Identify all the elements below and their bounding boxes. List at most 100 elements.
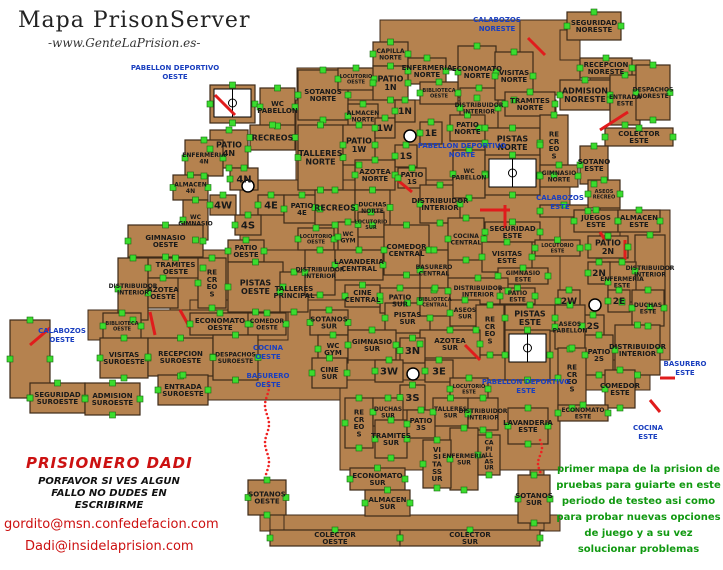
connection-node[interactable] (473, 42, 481, 50)
connection-node[interactable] (504, 287, 512, 295)
connection-node[interactable] (384, 486, 391, 494)
connection-node[interactable] (530, 519, 538, 527)
connection-node[interactable] (181, 154, 189, 162)
connection-node[interactable] (317, 121, 324, 129)
connection-node[interactable] (601, 385, 609, 393)
room-distribuidor-sur[interactable] (467, 397, 499, 431)
connection-node[interactable] (604, 278, 612, 286)
connection-node[interactable] (530, 471, 538, 479)
connection-node[interactable] (644, 286, 652, 294)
connection-node[interactable] (621, 71, 629, 79)
connection-node[interactable] (199, 264, 207, 272)
room-comedor-este[interactable] (604, 369, 636, 409)
connection-node[interactable] (481, 171, 489, 179)
connection-node[interactable] (129, 316, 137, 324)
connection-node[interactable] (454, 68, 462, 76)
connection-node[interactable] (403, 271, 410, 279)
connection-node[interactable] (478, 253, 486, 261)
connection-node[interactable] (351, 204, 359, 211)
connection-node[interactable] (554, 297, 562, 305)
connection-node[interactable] (194, 279, 202, 287)
connection-node[interactable] (435, 78, 443, 86)
connection-node[interactable] (601, 133, 609, 141)
connection-node[interactable] (602, 54, 610, 62)
connection-node[interactable] (504, 422, 512, 430)
connection-node[interactable] (225, 164, 233, 172)
connection-node[interactable] (595, 258, 603, 266)
connection-node[interactable] (385, 356, 393, 364)
room-azotea-sur[interactable] (419, 329, 481, 359)
connection-node[interactable] (447, 394, 454, 402)
connection-node[interactable] (326, 354, 333, 362)
connection-node[interactable] (387, 38, 394, 46)
connection-node[interactable] (359, 100, 367, 108)
connection-node[interactable] (666, 89, 674, 96)
connection-node[interactable] (427, 118, 435, 126)
connection-node[interactable] (419, 460, 427, 468)
connection-node[interactable] (200, 172, 208, 180)
connection-node[interactable] (280, 205, 288, 213)
connection-node[interactable] (570, 217, 578, 225)
connection-node[interactable] (120, 374, 128, 382)
connection-node[interactable] (403, 420, 411, 428)
connection-node[interactable] (344, 341, 352, 349)
connection-node[interactable] (550, 111, 558, 119)
connection-node[interactable] (635, 124, 643, 132)
connection-node[interactable] (617, 22, 625, 30)
connection-node[interactable] (242, 236, 250, 244)
connection-node[interactable] (524, 440, 532, 448)
connection-node[interactable] (528, 253, 536, 261)
connection-node[interactable] (162, 253, 169, 261)
connection-node[interactable] (604, 297, 612, 305)
connection-node[interactable] (604, 409, 612, 417)
connection-node[interactable] (584, 243, 592, 251)
connection-node[interactable] (578, 322, 586, 330)
connection-node[interactable] (644, 322, 652, 330)
connection-node[interactable] (536, 172, 544, 180)
connection-node[interactable] (563, 22, 571, 30)
connection-node[interactable] (219, 154, 227, 162)
connection-node[interactable] (606, 96, 614, 104)
connection-node[interactable] (474, 451, 482, 459)
connection-node[interactable] (325, 306, 333, 314)
connection-node[interactable] (551, 100, 559, 108)
connection-node[interactable] (656, 217, 664, 225)
room-azotea-oeste[interactable] (147, 277, 179, 309)
connection-node[interactable] (331, 261, 339, 269)
connection-node[interactable] (179, 216, 187, 224)
connection-node[interactable] (162, 221, 169, 229)
connection-node[interactable] (290, 268, 298, 276)
connection-node[interactable] (6, 355, 14, 363)
connection-node[interactable] (494, 272, 502, 280)
connection-node[interactable] (628, 304, 636, 312)
connection-node[interactable] (546, 495, 554, 503)
connection-node[interactable] (401, 475, 409, 483)
connection-node[interactable] (244, 320, 252, 328)
room-patio-2s[interactable] (584, 334, 614, 376)
connection-node[interactable] (454, 89, 462, 97)
connection-node[interactable] (460, 424, 468, 432)
connection-node[interactable] (409, 381, 416, 389)
connection-node[interactable] (669, 133, 677, 141)
connection-node[interactable] (416, 298, 424, 306)
connection-node[interactable] (604, 232, 612, 240)
connection-node[interactable] (344, 91, 352, 99)
connection-node[interactable] (352, 64, 360, 72)
room-pabellon-deportivo-oeste[interactable] (209, 84, 256, 124)
connection-node[interactable] (436, 181, 444, 189)
connection-node[interactable] (260, 247, 268, 255)
connection-node[interactable] (611, 346, 619, 354)
connection-node[interactable] (509, 151, 516, 159)
connection-node[interactable] (649, 116, 657, 124)
connection-node[interactable] (416, 200, 424, 208)
connection-node[interactable] (656, 346, 664, 354)
connection-node[interactable] (433, 484, 441, 492)
connection-node[interactable] (618, 298, 626, 306)
room-enfermeria-4n[interactable] (184, 139, 224, 177)
connection-node[interactable] (232, 331, 239, 339)
connection-node[interactable] (206, 201, 214, 209)
connection-node[interactable] (646, 231, 654, 239)
connection-node[interactable] (374, 464, 381, 472)
connection-node[interactable] (403, 221, 410, 229)
connection-node[interactable] (339, 154, 347, 161)
